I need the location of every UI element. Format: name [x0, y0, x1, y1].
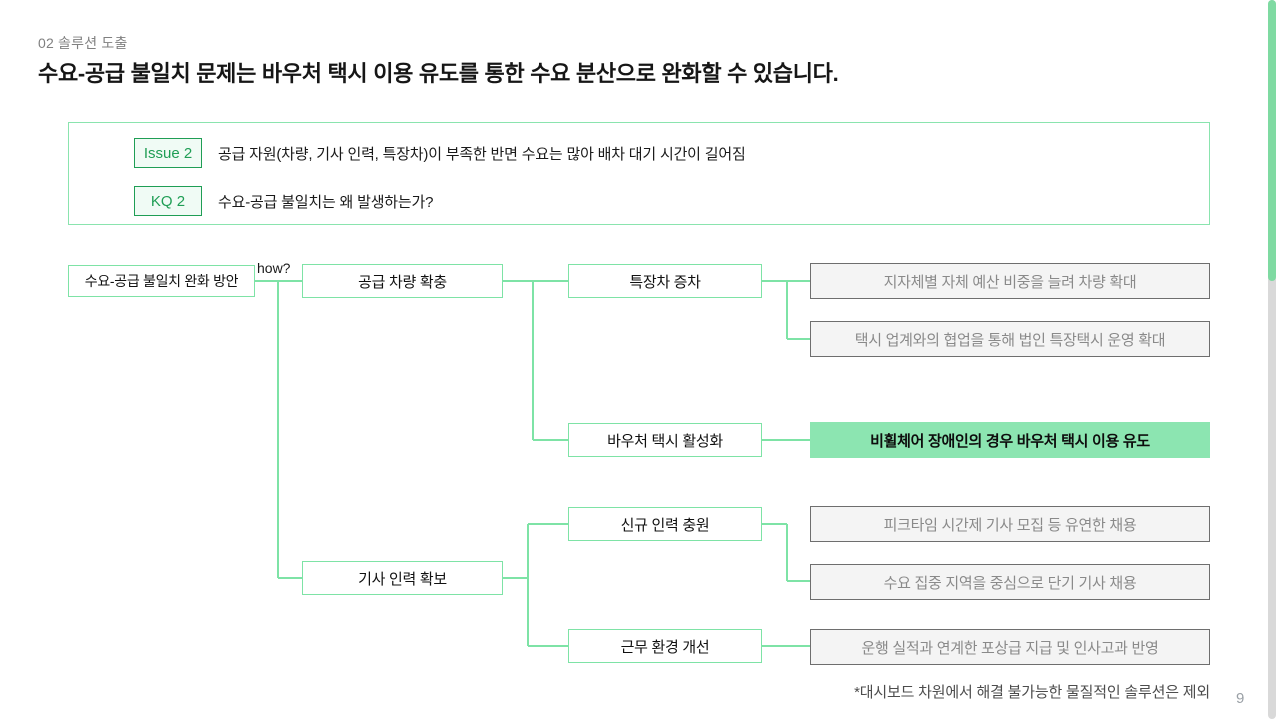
tree-node-supply-vehicle-expansion: 공급 차량 확충 [302, 264, 503, 298]
kq-badge: KQ 2 [134, 186, 202, 216]
tree-node-driver-recruitment: 기사 인력 확보 [302, 561, 503, 595]
tree-leaf-peaktime-flexible-hiring: 피크타임 시간제 기사 모집 등 유연한 채용 [810, 506, 1210, 542]
tree-root-node: 수요-공급 불일치 완화 방안 [68, 265, 255, 297]
connector-supply-to-children [503, 280, 568, 441]
scrollbar-thumb[interactable] [1268, 0, 1276, 281]
tree-leaf-short-term-driver-hiring: 수요 집중 지역을 중심으로 단기 기사 채용 [810, 564, 1210, 600]
kq-description: 수요-공급 불일치는 왜 발생하는가? [218, 193, 434, 211]
tree-leaf-performance-reward: 운행 실적과 연계한 포상급 지급 및 인사고과 반영 [810, 629, 1210, 665]
tree-node-work-environment-improvement: 근무 환경 개선 [568, 629, 762, 663]
connector-root-to-level1 [255, 280, 302, 579]
tree-node-voucher-taxi-activation: 바우처 택시 활성화 [568, 423, 762, 457]
tree-leaf-voucher-taxi-guidance: 비휠체어 장애인의 경우 바우처 택시 이용 유도 [810, 422, 1210, 458]
tree-node-special-vehicle-increase: 특장차 증차 [568, 264, 762, 298]
issue-description: 공급 자원(차량, 기사 인력, 특장차)이 부족한 반면 수요는 많아 배차 … [218, 145, 746, 163]
page-title: 수요-공급 불일치 문제는 바우처 택시 이용 유도를 통한 수요 분산으로 완… [38, 61, 839, 86]
issue-row: Issue 2 공급 자원(차량, 기사 인력, 특장차)이 부족한 반면 수요… [134, 138, 746, 168]
section-label: 02 솔루션 도출 [38, 35, 128, 51]
issue-badge: Issue 2 [134, 138, 202, 168]
footnote: *대시보드 차원에서 해결 불가능한 물질적인 솔루션은 제외 [854, 684, 1210, 701]
tree-leaf-taxi-industry-cooperation: 택시 업계와의 협업을 통해 법인 특장택시 운영 확대 [810, 321, 1210, 357]
scrollbar-track[interactable] [1268, 0, 1276, 719]
issue-panel: Issue 2 공급 자원(차량, 기사 인력, 특장차)이 부족한 반면 수요… [68, 122, 1210, 225]
connector-driver-to-children [503, 523, 568, 647]
tree-leaf-local-budget-vehicle-expansion: 지자체별 자체 예산 비중을 늘려 차량 확대 [810, 263, 1210, 299]
kq-row: KQ 2 수요-공급 불일치는 왜 발생하는가? [134, 186, 433, 216]
page-number: 9 [1236, 690, 1245, 707]
edge-label-how: how? [257, 260, 291, 276]
tree-node-new-staff-hiring: 신규 인력 충원 [568, 507, 762, 541]
connector-special-vehicle-to-leaves [762, 280, 810, 340]
connector-new-staff-to-leaves [762, 523, 810, 582]
